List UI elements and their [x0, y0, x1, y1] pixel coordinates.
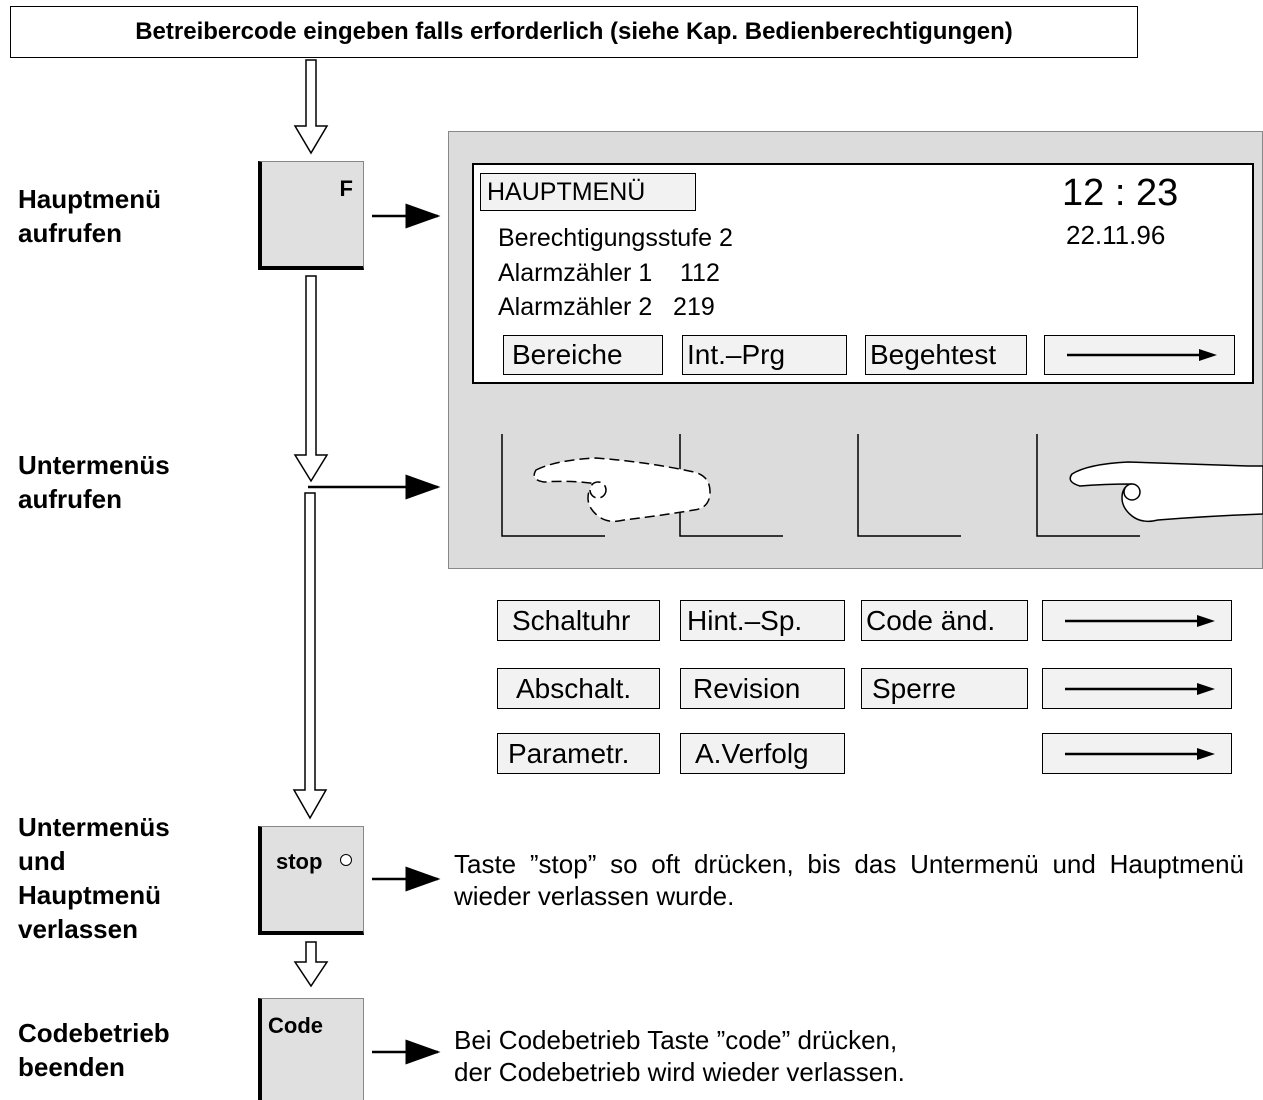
submenu-next-1[interactable] — [1042, 600, 1232, 641]
code-description-line-2: der Codebetrieb wird wieder verlassen. — [454, 1057, 905, 1087]
submenu-next-2[interactable] — [1042, 668, 1232, 709]
stop-key-label: stop — [276, 849, 323, 874]
arrow-right-icon — [1065, 614, 1215, 627]
led-circle-icon — [340, 854, 352, 866]
screen-line-2: Alarmzähler 1 112 — [498, 259, 720, 287]
screen-date: 22.11.96 — [1066, 220, 1166, 250]
submenu-a-verfolg[interactable]: A.Verfolg — [680, 733, 845, 774]
arrow-right-icon — [1067, 349, 1217, 361]
submenu-abschalt[interactable]: Abschalt. — [497, 668, 660, 709]
softkey-bereiche[interactable]: Bereiche — [503, 335, 663, 375]
step-exit-label: Untermenüs und Hauptmenü verlassen — [18, 812, 170, 944]
screen-time: 12 : 23 — [1062, 172, 1179, 214]
pointing-hand-icon — [533, 457, 711, 523]
arrow-down-icon — [292, 59, 329, 988]
submenu-parametr[interactable]: Parametr. — [497, 733, 660, 774]
stop-description: Taste ”stop” so oft drücken, bis das Unt… — [454, 849, 1244, 911]
code-description-line-1: Bei Codebetrieb Taste ”code” drücken, — [454, 1025, 898, 1055]
step-main-menu-label: Hauptmenü aufrufen — [18, 184, 161, 248]
submenu-hint-sp[interactable]: Hint.–Sp. — [680, 600, 845, 641]
pointing-hand-icon — [1069, 461, 1263, 523]
screen-line-3: Alarmzähler 2 219 — [498, 293, 715, 321]
screen-title: HAUPTMENÜ — [480, 173, 696, 211]
softkey-int-prg[interactable]: Int.–Prg — [682, 335, 847, 375]
f-key-label: F — [339, 176, 353, 201]
submenu-code-aend[interactable]: Code änd. — [861, 600, 1028, 641]
submenu-sperre[interactable]: Sperre — [861, 668, 1028, 709]
code-key-label: Code — [268, 1013, 323, 1038]
screen-line-1: Berechtigungsstufe 2 — [498, 224, 733, 252]
code-key[interactable]: Code — [258, 998, 364, 1100]
arrow-right-icon — [1065, 682, 1215, 695]
arrow-right-icon — [308, 203, 441, 1065]
step-end-code-label: Codebetrieb beenden — [18, 1018, 170, 1082]
submenu-schaltuhr[interactable]: Schaltuhr — [497, 600, 660, 641]
f-key[interactable]: F — [258, 161, 364, 270]
softkey-next[interactable] — [1044, 335, 1235, 375]
arrow-right-icon — [1065, 747, 1215, 760]
header-instruction: Betreibercode eingeben falls erforderlic… — [10, 6, 1138, 58]
submenu-next-3[interactable] — [1042, 733, 1232, 774]
softkey-buttons — [501, 434, 1263, 537]
step-submenus-label: Untermenüs aufrufen — [18, 450, 170, 514]
softkey-begehtest[interactable]: Begehtest — [865, 335, 1027, 375]
stop-key[interactable]: stop — [258, 826, 364, 935]
submenu-revision[interactable]: Revision — [680, 668, 845, 709]
